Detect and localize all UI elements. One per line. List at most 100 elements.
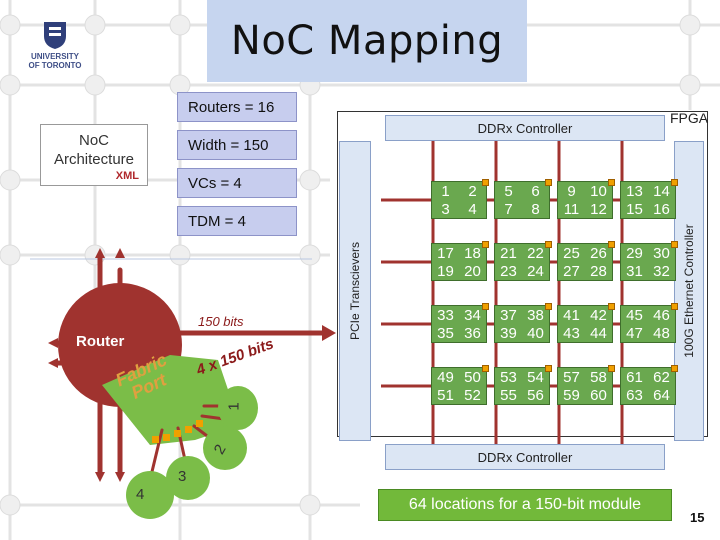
tile-location-number: 23 xyxy=(500,262,517,280)
routers-param: Routers = 16 xyxy=(177,92,297,122)
router-marker-icon xyxy=(608,303,615,310)
router-marker-icon xyxy=(671,179,678,186)
width-param: Width = 150 xyxy=(177,130,297,160)
tile-location-number: 33 xyxy=(437,306,454,324)
tile-location-number: 15 xyxy=(626,200,643,218)
tile-location-number: 2 xyxy=(468,182,477,200)
crest-icon xyxy=(44,22,66,49)
tile-location-number: 44 xyxy=(590,324,607,342)
tile-location-number: 6 xyxy=(531,182,540,200)
tile-location-number: 24 xyxy=(527,262,544,280)
tile-location-number: 7 xyxy=(504,200,513,218)
router-marker-icon xyxy=(482,179,489,186)
tile-location-number: 12 xyxy=(590,200,607,218)
tile-location-number: 16 xyxy=(653,200,670,218)
tile-location-number: 4 xyxy=(468,200,477,218)
tile-location-number: 58 xyxy=(590,368,607,386)
tile-location-number: 62 xyxy=(653,368,670,386)
tile-location-number: 30 xyxy=(653,244,670,262)
tile-location-number: 32 xyxy=(653,262,670,280)
ethernet-controller: 100G Ethernet Controller xyxy=(674,141,704,441)
router-marker-icon xyxy=(482,241,489,248)
tdm-param: TDM = 4 xyxy=(177,206,297,236)
router-marker-icon xyxy=(545,303,552,310)
tile-location-number: 8 xyxy=(531,200,540,218)
caption-box: 64 locations for a 150-bit module xyxy=(378,489,672,521)
tile-location-number: 36 xyxy=(464,324,481,342)
router-marker-icon xyxy=(608,365,615,372)
tile-location-number: 55 xyxy=(500,386,517,404)
tile-location-number: 39 xyxy=(500,324,517,342)
tile-location-number: 63 xyxy=(626,386,643,404)
mesh-tile: 29 30 31 32 xyxy=(620,241,678,281)
tile-location-number: 50 xyxy=(464,368,481,386)
tile-location-number: 18 xyxy=(464,244,481,262)
tile-location-number: 28 xyxy=(590,262,607,280)
router-marker-icon xyxy=(608,179,615,186)
mesh-tile: 13 14 15 16 xyxy=(620,179,678,219)
tile-location-number: 46 xyxy=(653,306,670,324)
tile-location-number: 41 xyxy=(563,306,580,324)
tile-location-number: 57 xyxy=(563,368,580,386)
tile-location-number: 5 xyxy=(504,182,513,200)
tile-location-number: 10 xyxy=(590,182,607,200)
tile-location-number: 29 xyxy=(626,244,643,262)
tile-location-number: 56 xyxy=(527,386,544,404)
tile-location-number: 51 xyxy=(437,386,454,404)
tile-location-number: 9 xyxy=(567,182,576,200)
tile-location-number: 22 xyxy=(527,244,544,262)
tile-location-number: 48 xyxy=(653,324,670,342)
doc-title: NoC Architecture xyxy=(53,132,135,168)
logo-text: UNIVERSITY OF TORONTO xyxy=(28,52,82,70)
tile-location-number: 49 xyxy=(437,368,454,386)
router-marker-icon xyxy=(671,365,678,372)
noc-architecture-xml-doc: NoC Architecture XML xyxy=(40,124,148,186)
xml-badge: XML xyxy=(115,170,139,182)
tile-location-number: 31 xyxy=(626,262,643,280)
router-marker-icon xyxy=(671,241,678,248)
router-marker-icon xyxy=(545,365,552,372)
tile-location-number: 61 xyxy=(626,368,643,386)
tile-location-number: 64 xyxy=(653,386,670,404)
tile-location-number: 13 xyxy=(626,182,643,200)
mesh-tile: 21 22 23 24 xyxy=(494,241,552,281)
router-marker-icon xyxy=(545,179,552,186)
tile-location-number: 42 xyxy=(590,306,607,324)
router-label: Router xyxy=(76,333,125,350)
ddr-controller-bottom: DDRx Controller xyxy=(385,444,665,470)
tile-location-number: 21 xyxy=(500,244,517,262)
tile-location-number: 34 xyxy=(464,306,481,324)
mesh-tile: 61 62 63 64 xyxy=(620,365,678,405)
page-number: 15 xyxy=(690,510,705,525)
ddr-controller-top: DDRx Controller xyxy=(385,115,665,141)
tile-location-number: 25 xyxy=(563,244,580,262)
tile-location-number: 45 xyxy=(626,306,643,324)
tile-location-number: 20 xyxy=(464,262,481,280)
tile-location-number: 14 xyxy=(653,182,670,200)
tile-location-number: 59 xyxy=(563,386,580,404)
fpga-label: FPGA xyxy=(670,110,709,126)
router-marker-icon xyxy=(608,241,615,248)
tile-location-number: 3 xyxy=(441,200,450,218)
router-marker-icon xyxy=(545,241,552,248)
tile-location-number: 37 xyxy=(500,306,517,324)
tile-location-number: 38 xyxy=(527,306,544,324)
tile-location-number: 27 xyxy=(563,262,580,280)
university-logo: UNIVERSITY OF TORONTO xyxy=(20,20,90,80)
tile-location-number: 54 xyxy=(527,368,544,386)
title-box: NoC Mapping xyxy=(207,0,527,82)
vcs-param: VCs = 4 xyxy=(177,168,297,198)
fpga-frame xyxy=(337,111,708,437)
tile-location-number: 35 xyxy=(437,324,454,342)
